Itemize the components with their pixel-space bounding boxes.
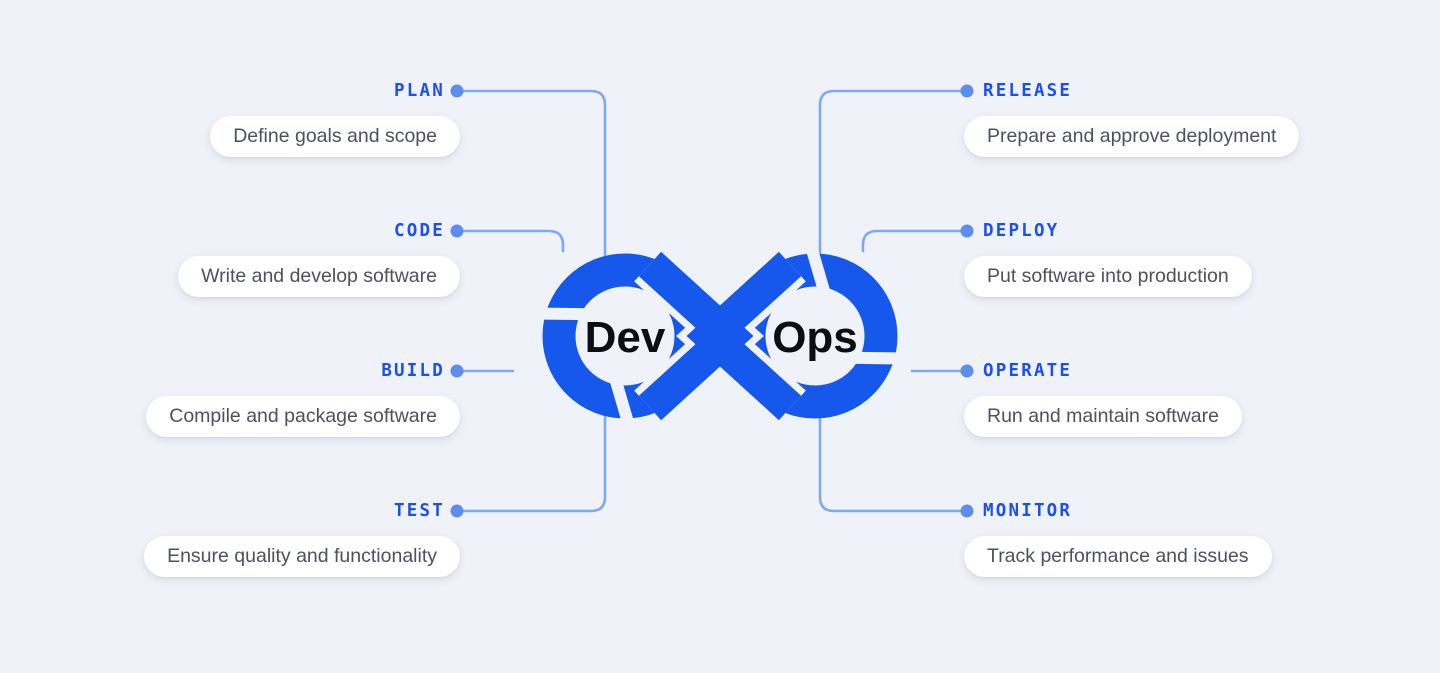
stage-description-build: Compile and package software <box>169 405 437 427</box>
connector-dot-build <box>450 364 464 378</box>
connector-dot-monitor <box>960 504 974 518</box>
stage-label-code: CODE <box>394 221 445 241</box>
ops-ring-notch-upper <box>804 241 832 300</box>
connector-deploy <box>861 229 969 253</box>
stage-label-plan: PLAN <box>394 81 445 101</box>
dev-ring-notch-lower <box>608 372 636 431</box>
connector-code <box>455 229 565 253</box>
stage-pill-monitor: Track performance and issues <box>964 536 1272 577</box>
stage-label-release: RELEASE <box>983 81 1073 101</box>
connector-dot-plan <box>450 84 464 98</box>
stage-description-code: Write and develop software <box>201 265 437 287</box>
stage-description-operate: Run and maintain software <box>987 405 1219 427</box>
stage-description-monitor: Track performance and issues <box>987 545 1249 567</box>
ops-label: Ops <box>772 313 858 362</box>
connector-dot-deploy <box>960 224 974 238</box>
connector-plan <box>455 89 607 257</box>
connector-monitor <box>818 417 969 513</box>
stage-pill-code: Write and develop software <box>178 256 460 297</box>
stage-pill-test: Ensure quality and functionality <box>144 536 460 577</box>
connector-release <box>818 89 969 255</box>
stage-description-plan: Define goals and scope <box>233 125 437 147</box>
connector-dot-code <box>450 224 464 238</box>
devops-infinity-logo-icon: Dev Ops <box>534 241 906 431</box>
stage-label-build: BUILD <box>381 361 445 381</box>
stage-label-operate: OPERATE <box>983 361 1073 381</box>
connector-test <box>455 415 607 513</box>
stage-description-test: Ensure quality and functionality <box>167 545 437 567</box>
arrow-chevron-left <box>686 251 802 421</box>
stage-label-monitor: MONITOR <box>983 501 1073 521</box>
stage-label-deploy: DEPLOY <box>983 221 1060 241</box>
stage-label-test: TEST <box>394 501 445 521</box>
connector-dot-release <box>960 84 974 98</box>
ops-ring-notch-lower <box>848 351 906 365</box>
stage-description-deploy: Put software into production <box>987 265 1229 287</box>
stage-description-release: Prepare and approve deployment <box>987 125 1277 147</box>
stage-pill-deploy: Put software into production <box>964 256 1252 297</box>
stage-pill-plan: Define goals and scope <box>210 116 460 157</box>
connector-dot-operate <box>960 364 974 378</box>
connector-dot-test <box>450 504 464 518</box>
dev-ring-notch-upper <box>534 307 592 321</box>
stage-pill-build: Compile and package software <box>146 396 460 437</box>
stage-pill-operate: Run and maintain software <box>964 396 1242 437</box>
dev-label: Dev <box>585 313 666 362</box>
stage-pill-release: Prepare and approve deployment <box>964 116 1300 157</box>
